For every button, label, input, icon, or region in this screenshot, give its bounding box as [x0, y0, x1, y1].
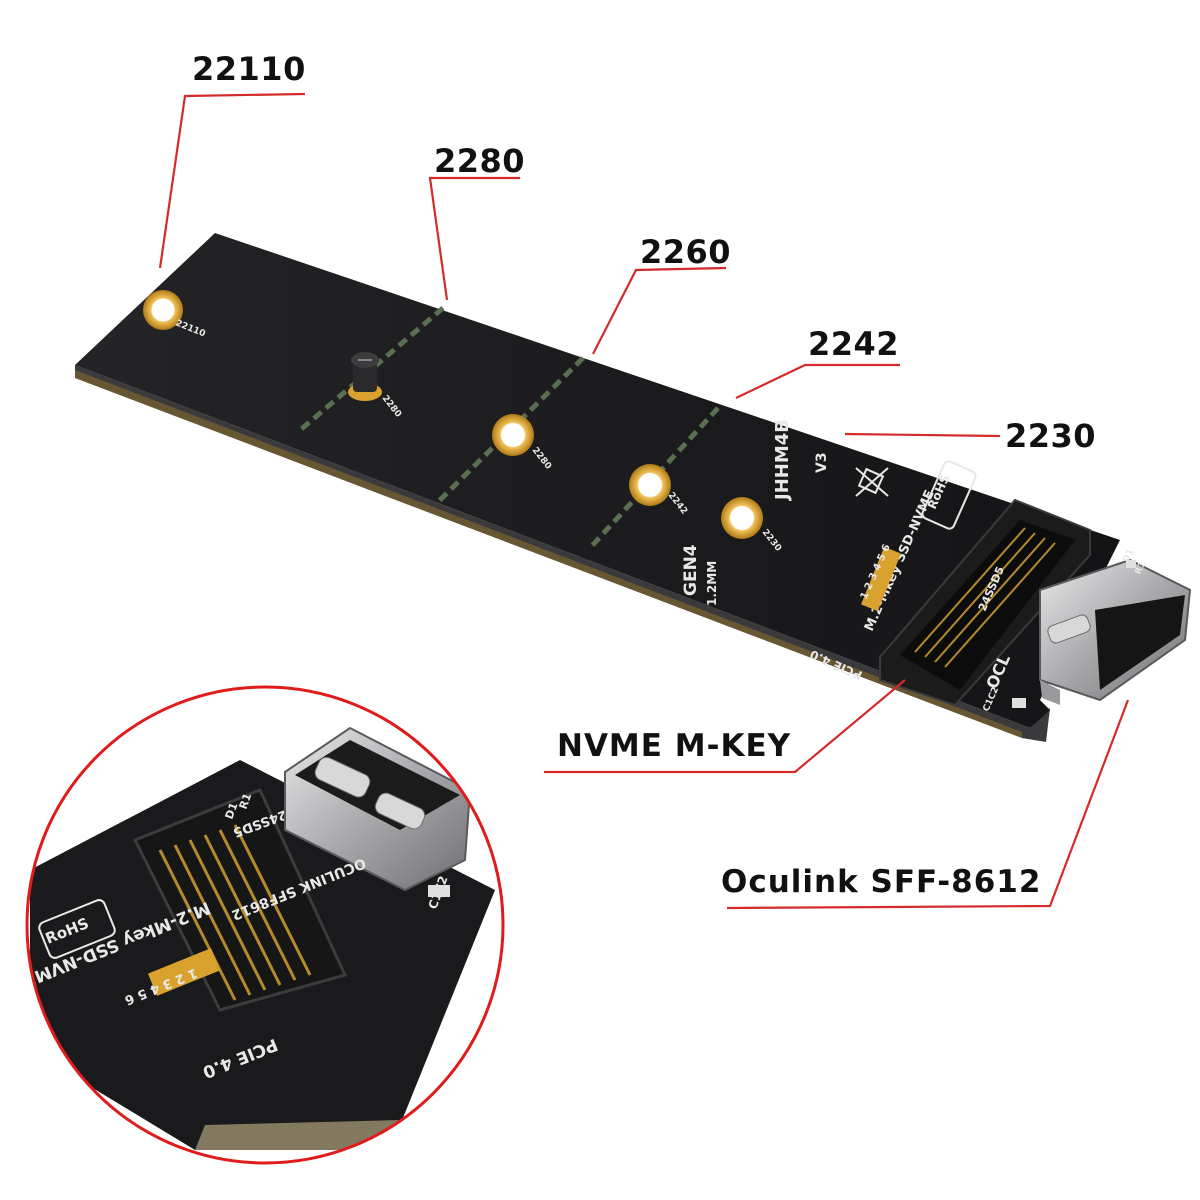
oculink-connector: [1039, 558, 1192, 705]
callout-nvme-mkey: NVME M-KEY: [557, 728, 792, 764]
zoom-detail: 24SSD5 M.2-Mkey SSD-NVME OCULINK SFF8612…: [25, 685, 505, 1165]
silk-thickness: 1.2MM: [705, 561, 719, 606]
board-edge: [75, 365, 1050, 742]
m2-mkey-slot: 24SSD5: [879, 498, 1091, 707]
callout-2230: 2230: [1005, 417, 1097, 455]
zoom-oculink-connector: [284, 726, 472, 892]
smd-led: [1126, 560, 1136, 568]
leader-2230: [844, 432, 1001, 438]
callout-2242: 2242: [808, 325, 900, 363]
leader-2260: [592, 266, 727, 355]
leader-2280: [428, 176, 520, 301]
zoom-silk-r1: R1: [237, 791, 255, 811]
leader-22110: [158, 92, 306, 269]
zoom-m2-slot: 24SSD5: [132, 788, 348, 1012]
callout-22110: 22110: [192, 50, 306, 88]
callout-oculink: Oculink SFF-8612: [721, 864, 1042, 900]
pcb-surface: [75, 233, 1120, 728]
leader-nvme: [544, 679, 906, 774]
board-edge-gold: [75, 370, 1022, 738]
smd-capacitor: [1012, 698, 1026, 708]
silk-model: JHHM4B: [772, 419, 793, 502]
weee-icon: [855, 467, 889, 497]
silk-version: V3: [814, 452, 830, 473]
leader-lines: [158, 92, 1130, 910]
zoom-silk-d1: D1: [223, 801, 241, 821]
leader-2242: [735, 363, 900, 399]
callout-2280: 2280: [434, 142, 526, 180]
silk-gen: GEN4: [681, 544, 701, 596]
callout-2260: 2260: [640, 233, 732, 271]
silk-r1: R1: [1134, 560, 1149, 576]
zoom-smd-capacitor: [428, 885, 450, 897]
adapter-board: 22110 2280 2242 2230 2280 JHHM4B V3 GEN4…: [75, 233, 1192, 742]
zoom-ring: [25, 685, 505, 1165]
leader-oculink: [726, 699, 1130, 910]
